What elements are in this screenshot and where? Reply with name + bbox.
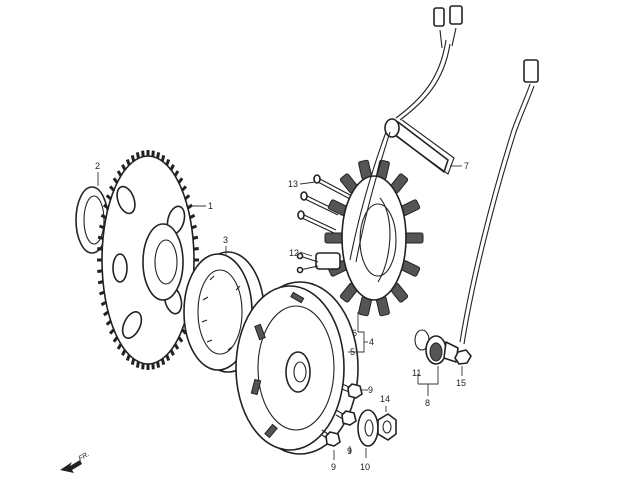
gear-tooth bbox=[160, 358, 166, 366]
gear-tooth bbox=[116, 343, 123, 350]
stator-pole bbox=[324, 232, 344, 244]
wire-harness-grommet bbox=[349, 5, 463, 263]
flywheel-rotor bbox=[235, 281, 359, 455]
gear-tooth bbox=[112, 336, 119, 343]
gear-tooth bbox=[169, 349, 175, 356]
gear-tooth bbox=[121, 349, 127, 356]
gear-tooth bbox=[112, 177, 119, 184]
gear-tooth bbox=[177, 336, 184, 343]
gear-tooth bbox=[141, 150, 145, 157]
front-arrow-icon bbox=[60, 460, 82, 473]
gear-tooth bbox=[97, 247, 103, 251]
callout-numbers: 1 2 3 4 5 6 7 8 9 9 9 10 11 12 13 14 15 bbox=[95, 161, 469, 472]
front-direction-indicator: FR. bbox=[60, 451, 91, 473]
gear-tooth bbox=[135, 152, 140, 159]
callout-15: 15 bbox=[456, 378, 466, 388]
gear-tooth bbox=[125, 158, 131, 166]
gear-tooth bbox=[130, 358, 136, 366]
gear-tooth bbox=[173, 170, 180, 177]
flywheel-bolts bbox=[321, 383, 363, 447]
callout-11: 11 bbox=[412, 368, 421, 378]
gear-tooth bbox=[116, 170, 123, 177]
callout-9-top: 9 bbox=[368, 385, 373, 395]
gear-tooth bbox=[125, 354, 131, 362]
gear-tooth bbox=[181, 185, 188, 192]
gear-tooth bbox=[165, 354, 171, 362]
callout-3: 3 bbox=[223, 235, 228, 245]
flywheel-washer bbox=[357, 409, 379, 447]
switch-wire-bolt bbox=[454, 349, 472, 365]
gear-tooth bbox=[97, 269, 103, 273]
gear-tooth bbox=[108, 185, 115, 192]
gear-tooth bbox=[165, 158, 171, 166]
callout-9-bottom: 9 bbox=[331, 462, 336, 472]
pulse-generator bbox=[296, 252, 341, 274]
front-indicator-label: FR. bbox=[78, 451, 91, 463]
gear-tooth bbox=[156, 361, 161, 368]
flywheel-nut bbox=[377, 413, 397, 441]
callout-12: 12 bbox=[289, 248, 299, 258]
gear-tooth bbox=[151, 150, 155, 157]
callout-5: 5 bbox=[350, 347, 355, 357]
stator-bolts bbox=[297, 174, 353, 234]
starter-driven-gear bbox=[97, 150, 199, 370]
stator-coil bbox=[324, 159, 424, 317]
gear-tooth bbox=[121, 164, 127, 171]
gear-tooth bbox=[169, 164, 175, 171]
callout-7: 7 bbox=[464, 161, 469, 171]
gear-tooth bbox=[135, 361, 140, 368]
callout-8: 8 bbox=[425, 398, 430, 408]
gear-tooth bbox=[108, 328, 115, 335]
gear-tooth bbox=[177, 177, 184, 184]
callout-14: 14 bbox=[380, 394, 390, 404]
gear-tooth bbox=[173, 343, 180, 350]
callout-9-mid: 9 bbox=[347, 446, 352, 456]
callout-10: 10 bbox=[360, 462, 370, 472]
callout-4: 4 bbox=[369, 337, 374, 347]
callout-13: 13 bbox=[288, 179, 298, 189]
gear-tooth bbox=[130, 154, 136, 162]
neutral-switch bbox=[414, 329, 459, 365]
gear-tooth bbox=[141, 363, 145, 370]
gear-tooth bbox=[181, 328, 188, 335]
switch-wire bbox=[459, 59, 539, 345]
callout-6: 6 bbox=[352, 328, 357, 338]
leader-lines bbox=[97, 165, 463, 460]
gear-tooth bbox=[156, 152, 161, 159]
gear-tooth bbox=[160, 154, 166, 162]
callout-2: 2 bbox=[95, 161, 100, 171]
gear-tooth bbox=[151, 363, 155, 370]
stator-pole bbox=[404, 232, 424, 244]
callout-1: 1 bbox=[208, 201, 213, 211]
stator-poles bbox=[324, 159, 424, 317]
gear-tooth bbox=[193, 247, 199, 251]
